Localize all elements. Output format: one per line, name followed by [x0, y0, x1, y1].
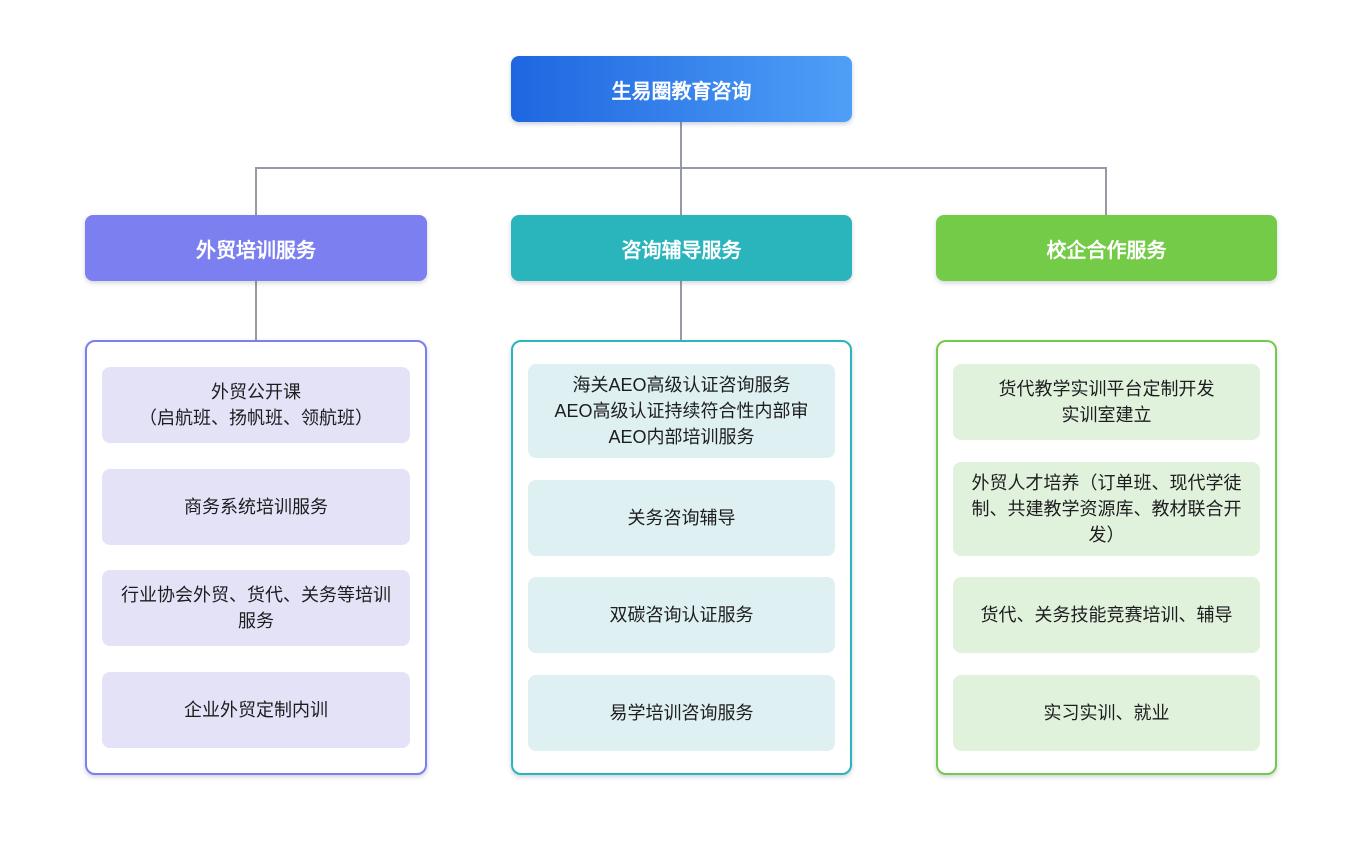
connector-branch2-container — [680, 281, 682, 340]
connector-drop-branch2 — [680, 168, 682, 215]
service-item: 行业协会外贸、货代、关务等培训服务 — [102, 570, 410, 647]
branch-header-consulting-tutoring: 咨询辅导服务 — [511, 215, 852, 281]
branch-container-school-enterprise: 货代教学实训平台定制开发 实训室建立 外贸人才培养（订单班、现代学徒制、共建教学… — [936, 340, 1277, 775]
branch-header-label: 外贸培训服务 — [196, 239, 316, 262]
root-node: 生易圈教育咨询 — [511, 56, 852, 122]
connector-drop-branch3 — [1105, 168, 1107, 215]
connector-branch1-container — [255, 281, 257, 340]
branch-header-foreign-trade-training: 外贸培训服务 — [85, 215, 427, 281]
service-item: 商务系统培训服务 — [102, 468, 410, 545]
service-item: 外贸公开课 （启航班、扬帆班、领航班） — [102, 367, 410, 444]
service-item: 双碳咨询认证服务 — [528, 577, 835, 654]
service-item: 外贸人才培养（订单班、现代学徒制、共建教学资源库、教材联合开发） — [953, 461, 1260, 556]
service-item: 货代教学实训平台定制开发 实训室建立 — [953, 363, 1260, 440]
service-item: 关务咨询辅导 — [528, 479, 835, 556]
branch-container-consulting-tutoring: 海关AEO高级认证咨询服务 AEO高级认证持续符合性内部审 AEO内部培训服务 … — [511, 340, 852, 775]
branch-header-school-enterprise: 校企合作服务 — [936, 215, 1277, 281]
branch-container-foreign-trade-training: 外贸公开课 （启航班、扬帆班、领航班） 商务系统培训服务 行业协会外贸、货代、关… — [85, 340, 427, 775]
branch-header-label: 校企合作服务 — [1046, 239, 1167, 262]
service-item: 货代、关务技能竞赛培训、辅导 — [953, 577, 1260, 654]
service-item: 海关AEO高级认证咨询服务 AEO高级认证持续符合性内部审 AEO内部培训服务 — [528, 363, 835, 458]
branch-header-label: 咨询辅导服务 — [621, 239, 742, 262]
service-item: 企业外贸定制内训 — [102, 671, 410, 748]
connector-horizontal — [255, 167, 1107, 169]
root-node-label: 生易圈教育咨询 — [611, 80, 752, 103]
connector-drop-branch1 — [255, 168, 257, 215]
service-item: 易学培训咨询服务 — [528, 675, 835, 752]
service-item: 实习实训、就业 — [953, 675, 1260, 752]
connector-root-down — [680, 122, 682, 167]
